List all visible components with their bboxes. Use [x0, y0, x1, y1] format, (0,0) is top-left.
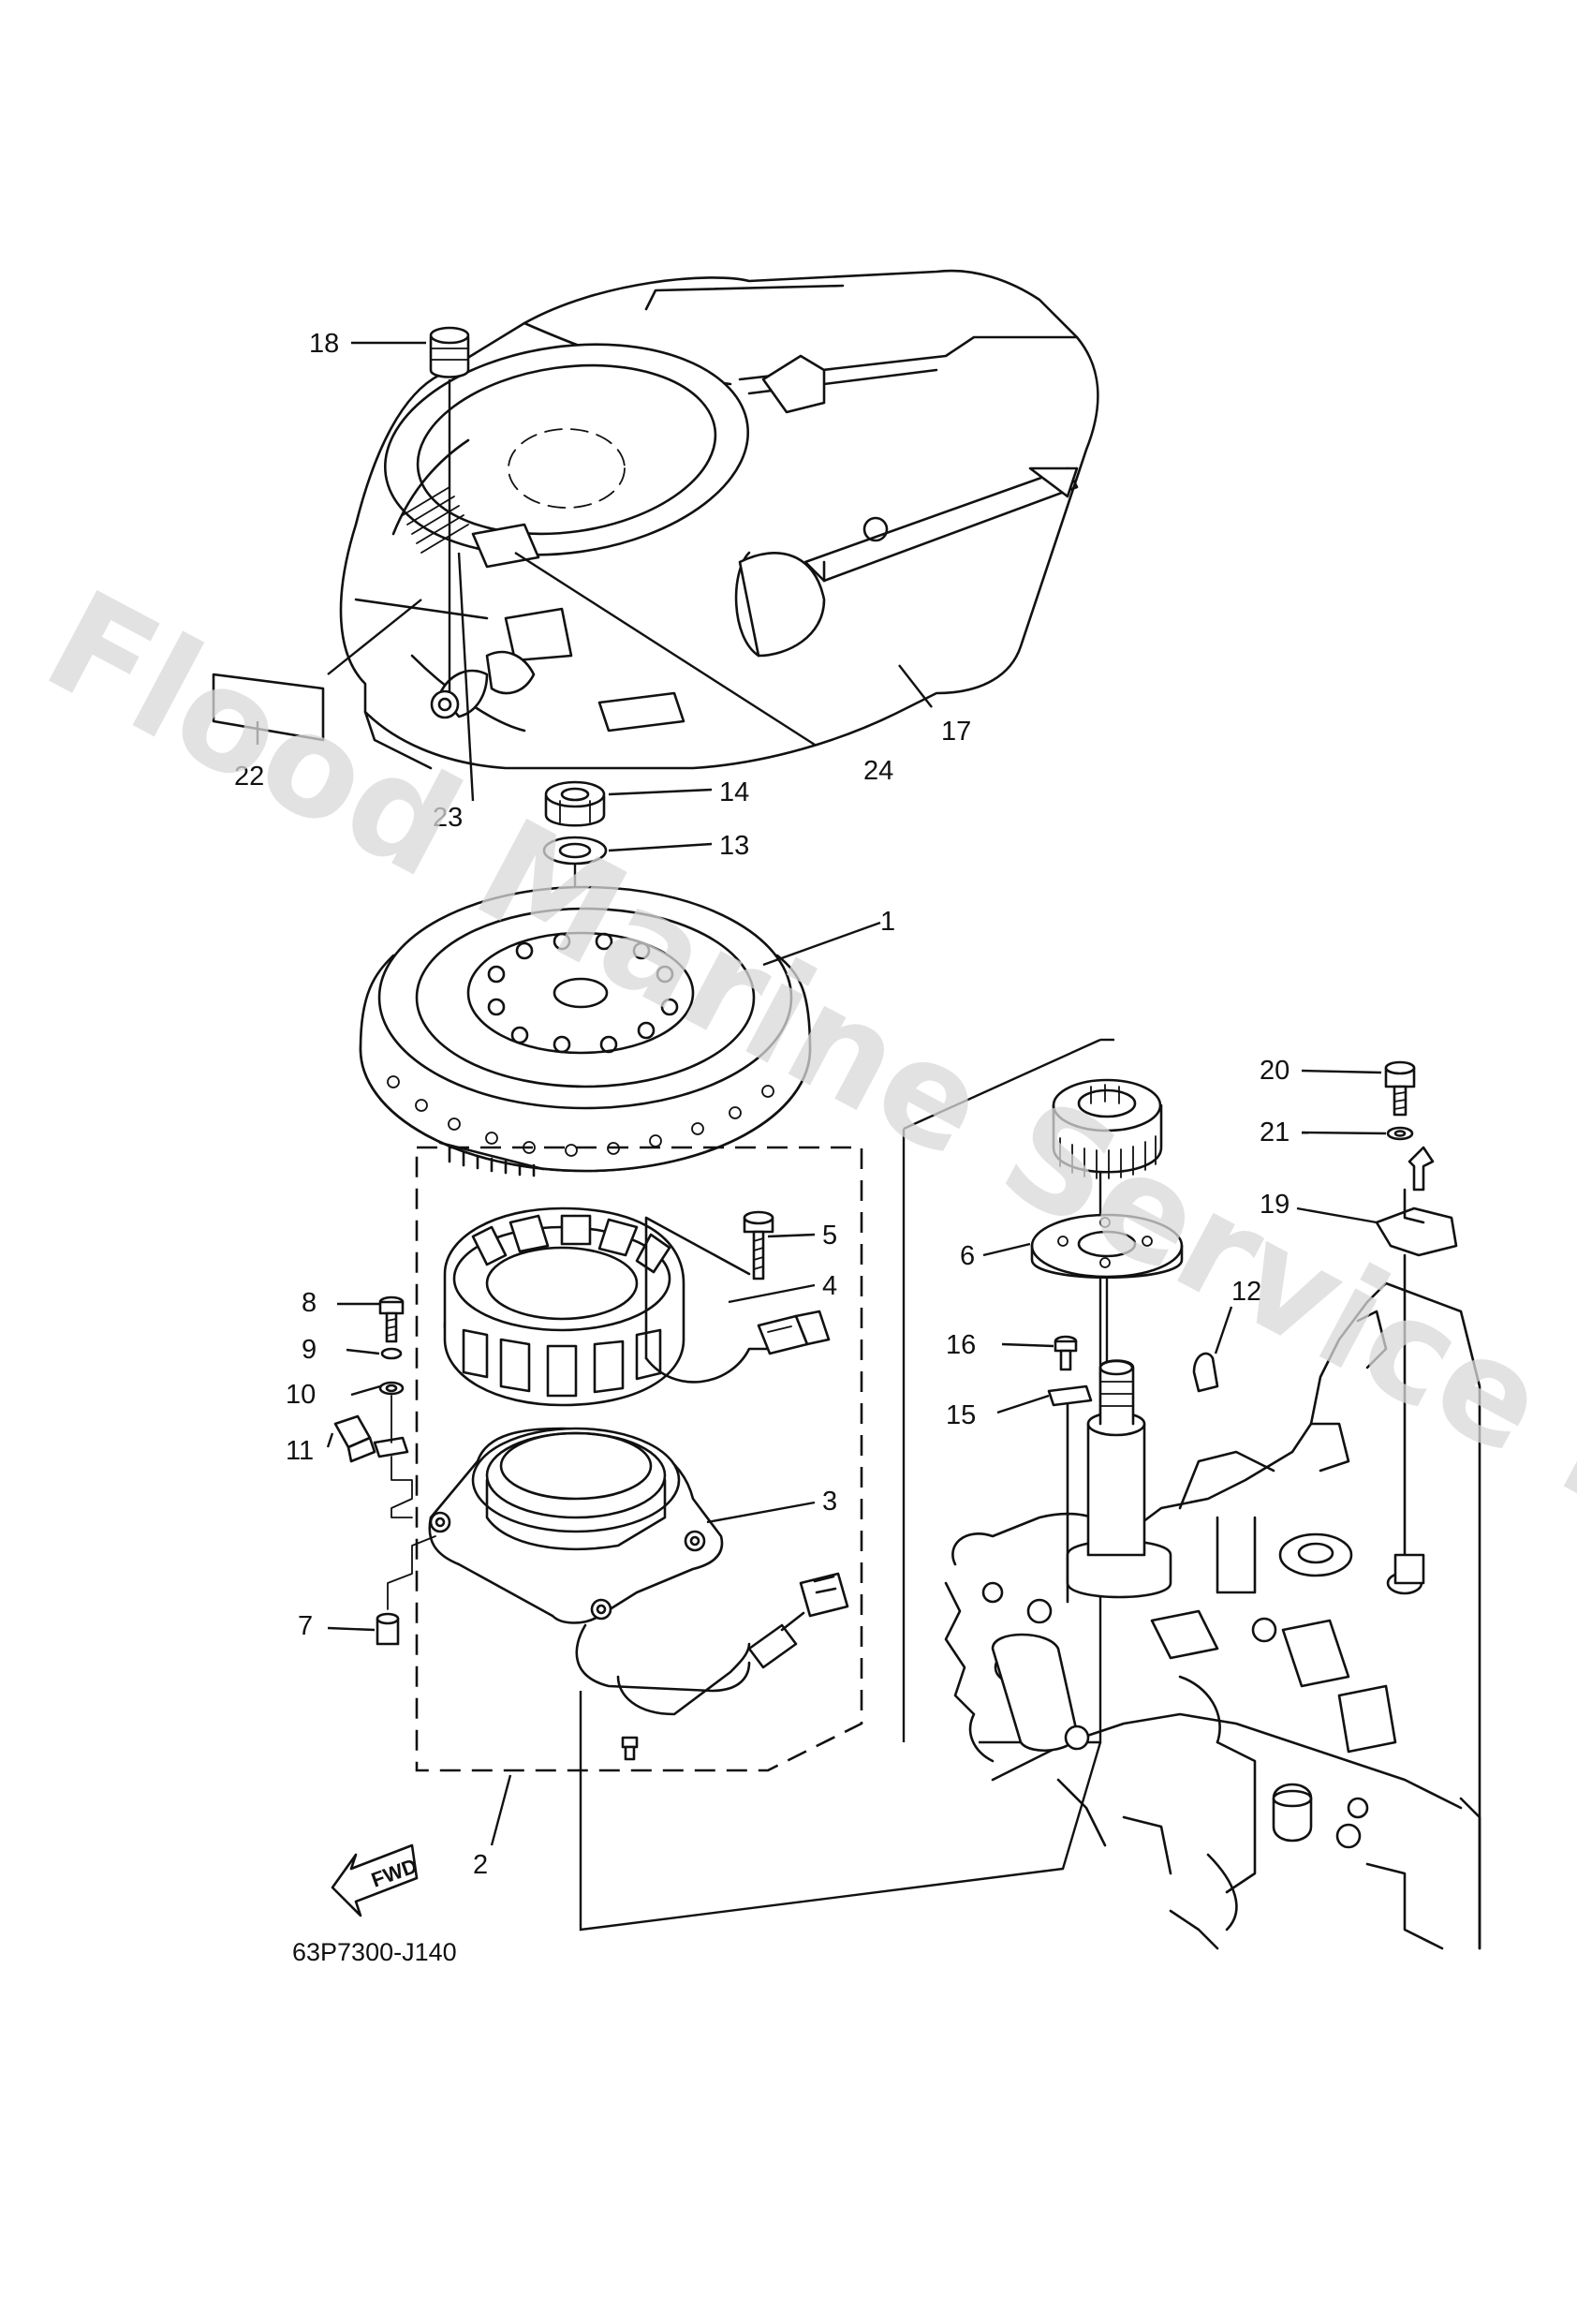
grommet-18	[429, 326, 470, 693]
washer-9	[380, 1347, 403, 1360]
callout-10: 10	[286, 1380, 316, 1410]
callout-numbers: 18 22 23 24 17 14 13 1 5 4 3 8 9 10 11 7…	[234, 329, 1290, 1880]
callout-15: 15	[946, 1400, 976, 1430]
washer-13	[542, 836, 608, 984]
callout-13: 13	[719, 831, 749, 861]
flywheel-holes	[487, 932, 679, 1054]
callout-1: 1	[880, 907, 895, 937]
bolt-20	[1384, 1060, 1416, 1117]
leader-frame-link-3	[579, 1691, 1102, 1932]
callout-8: 8	[302, 1288, 317, 1318]
leader-frame-link	[903, 1038, 1101, 1131]
callout-17: 17	[941, 717, 971, 747]
callout-3: 3	[822, 1487, 837, 1517]
fwd-arrow-icon: FWD	[331, 1843, 420, 1917]
stator-base-3	[428, 1427, 849, 1716]
callout-22: 22	[234, 762, 264, 792]
small-screw	[621, 1736, 639, 1761]
screw-5	[743, 1210, 774, 1280]
drawing-code: 63P7300-J140	[292, 1938, 457, 1966]
callout-14: 14	[719, 777, 749, 807]
screw-16	[1054, 1335, 1078, 1371]
callout-23: 23	[433, 803, 463, 833]
stator-coil-4	[443, 1206, 831, 1407]
callout-4: 4	[822, 1271, 837, 1301]
callout-21: 21	[1260, 1118, 1290, 1147]
callout-24: 24	[863, 756, 893, 786]
bracket-19	[1375, 1146, 1458, 1594]
collar-7	[376, 1535, 436, 1646]
bracket-11	[333, 1395, 413, 1518]
washer-21	[1386, 1126, 1414, 1141]
flywheel-nut-14	[544, 780, 606, 827]
flywheel-rim-holes	[387, 1075, 774, 1157]
callout-12: 12	[1231, 1277, 1261, 1307]
engine-block	[944, 1281, 1481, 1950]
callout-18: 18	[309, 329, 339, 359]
callout-9: 9	[302, 1335, 317, 1365]
callout-19: 19	[1260, 1190, 1290, 1220]
callout-16: 16	[946, 1330, 976, 1360]
stator-assembly-box-2	[415, 1146, 863, 1772]
flywheel-cover-17	[339, 269, 1099, 770]
label-22	[212, 673, 325, 742]
callout-2: 2	[473, 1850, 488, 1880]
drive-pulley	[1052, 1078, 1163, 1179]
bolt-8	[378, 1295, 405, 1343]
callout-6: 6	[960, 1241, 975, 1271]
callout-7: 7	[298, 1611, 313, 1641]
callout-11: 11	[286, 1436, 314, 1466]
washer-10	[378, 1381, 405, 1396]
callout-5: 5	[822, 1221, 837, 1251]
leader-lines	[256, 341, 1387, 1846]
cover-vent-slots	[402, 486, 469, 554]
callout-20: 20	[1260, 1056, 1290, 1086]
woodruff-key-12	[1192, 1352, 1219, 1393]
